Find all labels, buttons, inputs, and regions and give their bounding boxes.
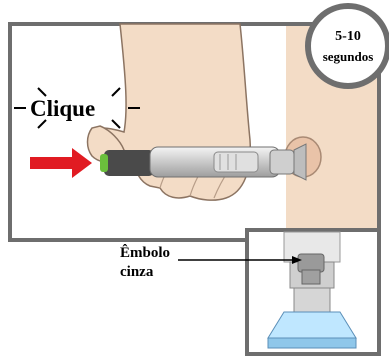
gray-plunger bbox=[298, 254, 324, 272]
click-label: Clique bbox=[30, 97, 95, 120]
plunger-label-line2: cinza bbox=[120, 265, 153, 280]
timer-unit: segundos bbox=[312, 50, 384, 63]
push-arrow bbox=[30, 148, 92, 178]
timer-circle bbox=[308, 6, 388, 86]
plunger-label-line1: Êmbolo bbox=[120, 246, 170, 261]
timer-duration: 5-10 bbox=[318, 30, 378, 44]
